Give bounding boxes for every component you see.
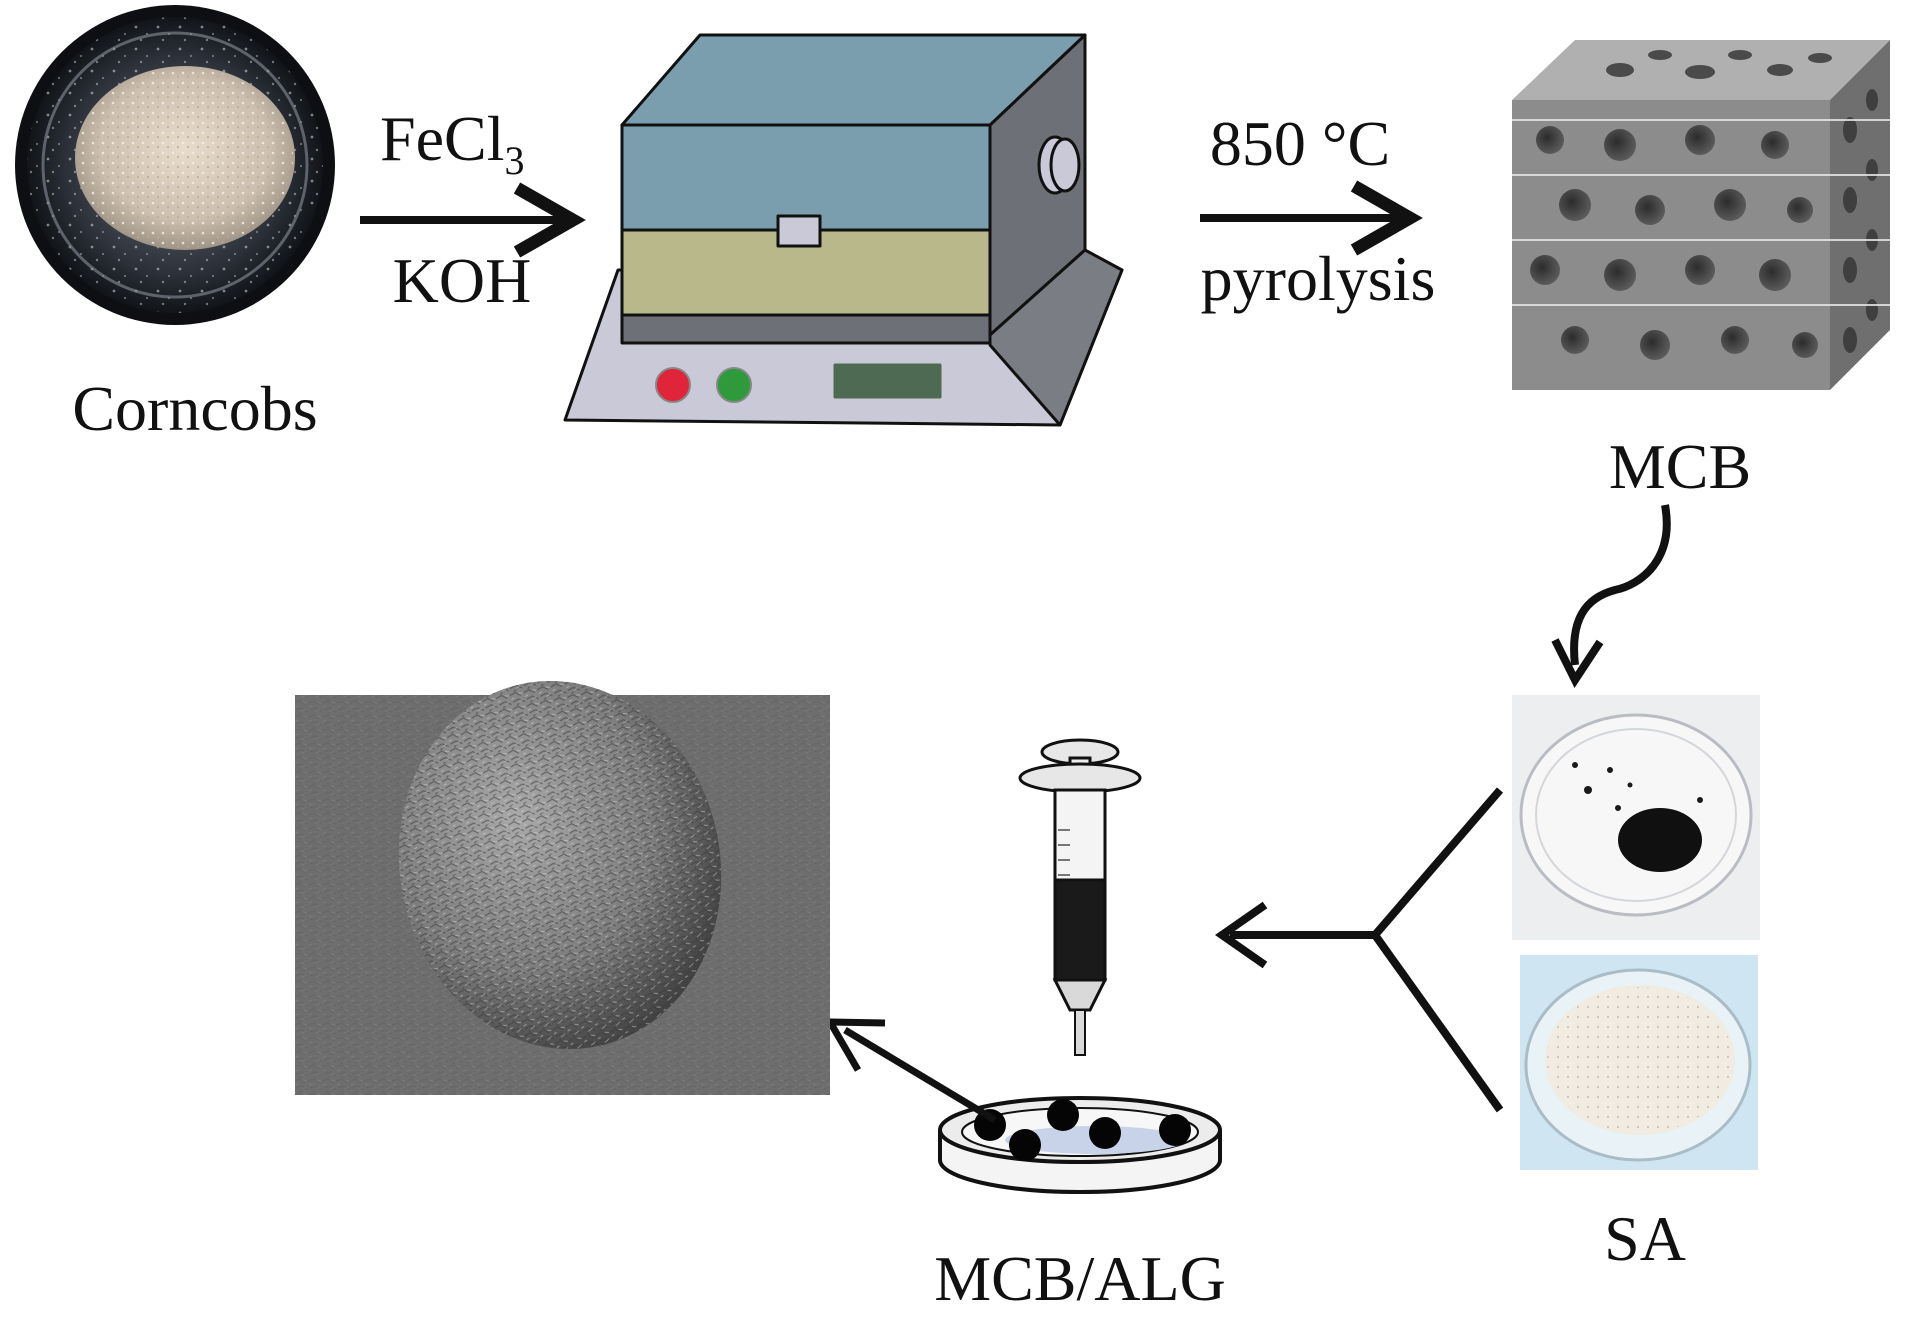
corncobs-label: Corncobs [72,373,317,444]
porous-cube-icon [1512,40,1890,390]
arrow-to-sem [843,1026,997,1124]
mcb-powder-dish-icon [1512,695,1760,940]
sem-image-icon [295,681,830,1095]
merge-arrow [1215,787,1504,1113]
syringe-icon [1018,738,1142,1056]
sa-label: SA [1604,1203,1686,1274]
alginate-beads [974,1099,1191,1161]
pyrolysis-label: pyrolysis [1201,243,1436,314]
temperature-label: 850 °C [1210,108,1390,179]
corncobs-dish-icon [15,5,335,325]
red-button-icon [655,367,691,403]
sa-powder-dish-icon [1520,955,1758,1170]
wavy-arrow-head [1551,638,1604,688]
fecl3-label: FeCl3 [380,103,524,183]
koh-label: KOH [393,245,532,316]
furnace-icon [563,33,1124,427]
green-button-icon [716,367,752,403]
wavy-arrow [1570,504,1671,666]
mcb-label: MCB [1609,431,1751,502]
mcb-alg-label: MCB/ALG [934,1243,1226,1314]
